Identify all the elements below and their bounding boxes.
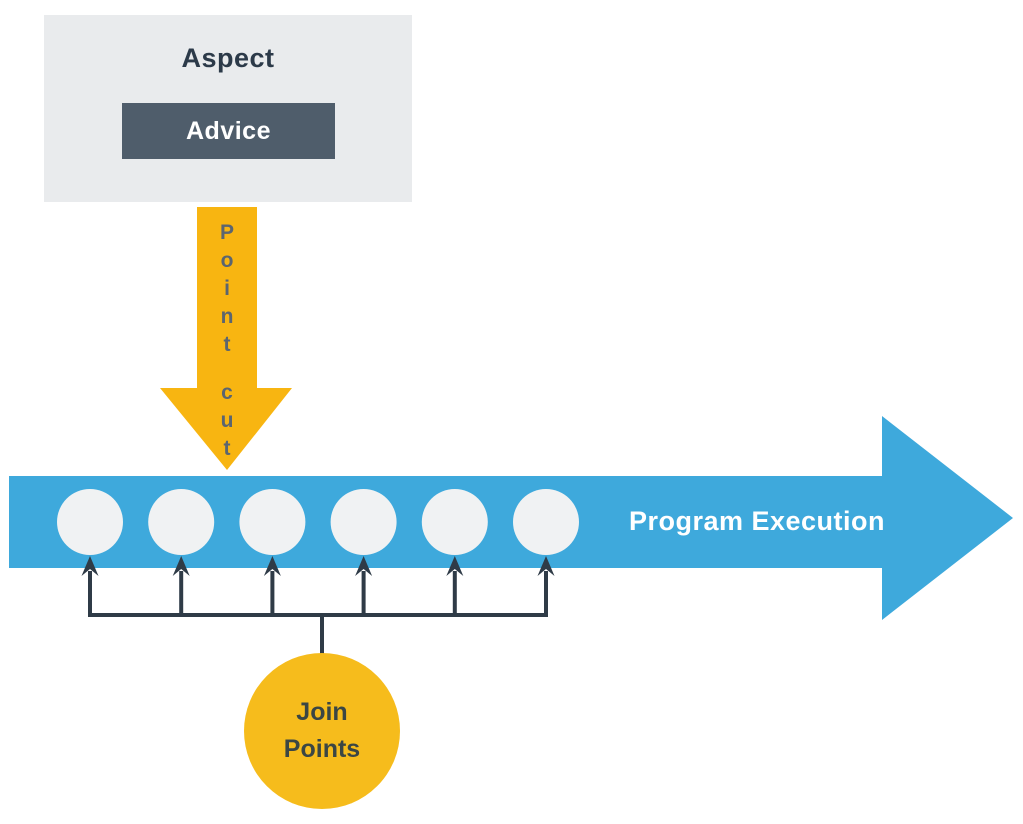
join-points-label: Join Points — [222, 694, 422, 768]
join-point-node — [57, 489, 123, 555]
pointcut-letter: i — [224, 277, 230, 300]
tick-arrow-head — [446, 556, 464, 576]
aspect-panel: Aspect Advice — [44, 15, 412, 202]
pointcut-letter: o — [220, 249, 234, 272]
pointcut-arrow-shape — [160, 207, 292, 470]
pointcut-letter: c — [221, 381, 233, 404]
tick-arrow-head — [172, 556, 190, 576]
advice-label: Advice — [186, 116, 271, 145]
pointcut-letter: u — [220, 409, 234, 432]
tick-arrow-head — [537, 556, 555, 576]
join-points-label-line2: Points — [283, 735, 361, 763]
advice-box: Advice — [122, 103, 335, 159]
join-points-circle — [244, 653, 400, 809]
pointcut-letter: n — [220, 305, 234, 328]
execution-arrow-shape — [9, 416, 1013, 620]
tick-arrow-head — [263, 556, 281, 576]
join-point-node — [330, 489, 397, 555]
pointcut-letter: t — [223, 437, 231, 460]
join-points-label-line1: Join — [296, 698, 348, 726]
tick-arrow-head — [355, 556, 373, 576]
join-point-nodes — [57, 489, 579, 555]
aspect-title: Aspect — [181, 43, 275, 73]
tick-arrows — [81, 556, 555, 617]
join-point-node — [148, 489, 215, 555]
pointcut-letter: t — [223, 333, 231, 356]
pointcut-letter: P — [219, 221, 234, 244]
tick-arrow-head — [81, 556, 99, 576]
join-point-node — [513, 489, 579, 555]
execution-label: Program Execution — [628, 506, 886, 536]
join-point-node — [239, 489, 306, 555]
join-point-node — [421, 489, 488, 555]
